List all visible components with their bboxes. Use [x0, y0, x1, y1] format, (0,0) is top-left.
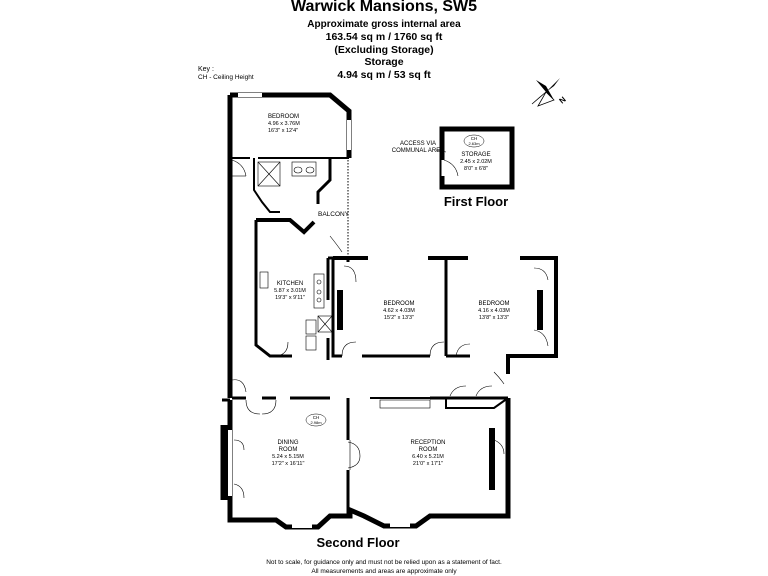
storage-ch-label: CH [471, 136, 478, 141]
second-floor-label: Second Floor [316, 535, 399, 550]
reception-name2: ROOM [419, 447, 438, 453]
storage-name: STORAGE [461, 152, 490, 158]
storage-heading: Storage [364, 56, 404, 68]
kitchen-imperial: 19'3" x 9'11" [275, 295, 305, 301]
fixtures [257, 161, 431, 470]
access-note-line1: ACCESS VIA [400, 141, 436, 147]
windows [228, 93, 520, 528]
doors [231, 159, 549, 499]
reception-imperial: 21'0" x 17'1" [413, 461, 443, 467]
dining-name2: ROOM [279, 447, 298, 453]
footer-measurements: All measurements and areas are approxima… [311, 568, 457, 575]
bedroom2-metric: 4.62 x 4.03M [383, 308, 415, 314]
first-floor-label: First Floor [444, 194, 508, 209]
compass-icon: N [531, 78, 568, 107]
bedroom2-name: BEDROOM [383, 301, 414, 307]
bedroom3-imperial: 13'8" x 13'3" [479, 315, 509, 321]
dining-ch-value: 2.98m [310, 420, 322, 425]
dining-ch-label: CH [313, 415, 320, 420]
kitchen-name: KITCHEN [277, 281, 303, 287]
access-note-line2: COMMUNAL AREA [392, 148, 444, 154]
storage-ch-value: 2.63m [468, 141, 480, 146]
bedroom1-imperial: 16'3" x 12'4" [268, 128, 298, 134]
balcony-name: BALCONY [318, 211, 350, 218]
area-note: (Excluding Storage) [334, 44, 434, 56]
bedroom1-metric: 4.96 x 3.76M [268, 121, 300, 127]
bedroom1-name: BEDROOM [268, 114, 299, 120]
storage-metric: 2.45 x 2.02M [460, 159, 492, 165]
bedroom3-metric: 4.16 x 4.03M [478, 308, 510, 314]
storage-imperial: 8'0" x 6'8" [464, 166, 488, 172]
reception-name: RECEPTION [410, 440, 445, 446]
storage-area: 4.94 sq m / 53 sq ft [337, 69, 431, 81]
kitchen-metric: 5.87 x 3.01M [274, 288, 306, 294]
key-ceiling-height: CH - Ceiling Height [198, 74, 254, 81]
bedroom2-imperial: 15'2" x 13'3" [384, 315, 414, 321]
storage-room: CH 2.63m STORAGE 2.45 x 2.02M 8'0" x 6'8… [439, 126, 515, 190]
reception-metric: 6.40 x 5.21M [412, 454, 444, 460]
page-title: Warwick Mansions, SW5 [290, 0, 478, 15]
compass-north-label: N [558, 95, 568, 106]
footer-disclaimer: Not to scale, for guidance only and must… [266, 559, 502, 566]
dining-metric: 5.24 x 5.15M [272, 454, 304, 460]
area-heading: Approximate gross internal area [307, 19, 461, 30]
area-total: 163.54 sq m / 1760 sq ft [325, 31, 443, 43]
ceiling-height-marker [305, 413, 327, 427]
key-title: Key : [198, 66, 214, 73]
dining-name: DINING [278, 440, 299, 446]
bedroom3-name: BEDROOM [478, 301, 509, 307]
dining-imperial: 17'2" x 16'11" [272, 461, 305, 467]
